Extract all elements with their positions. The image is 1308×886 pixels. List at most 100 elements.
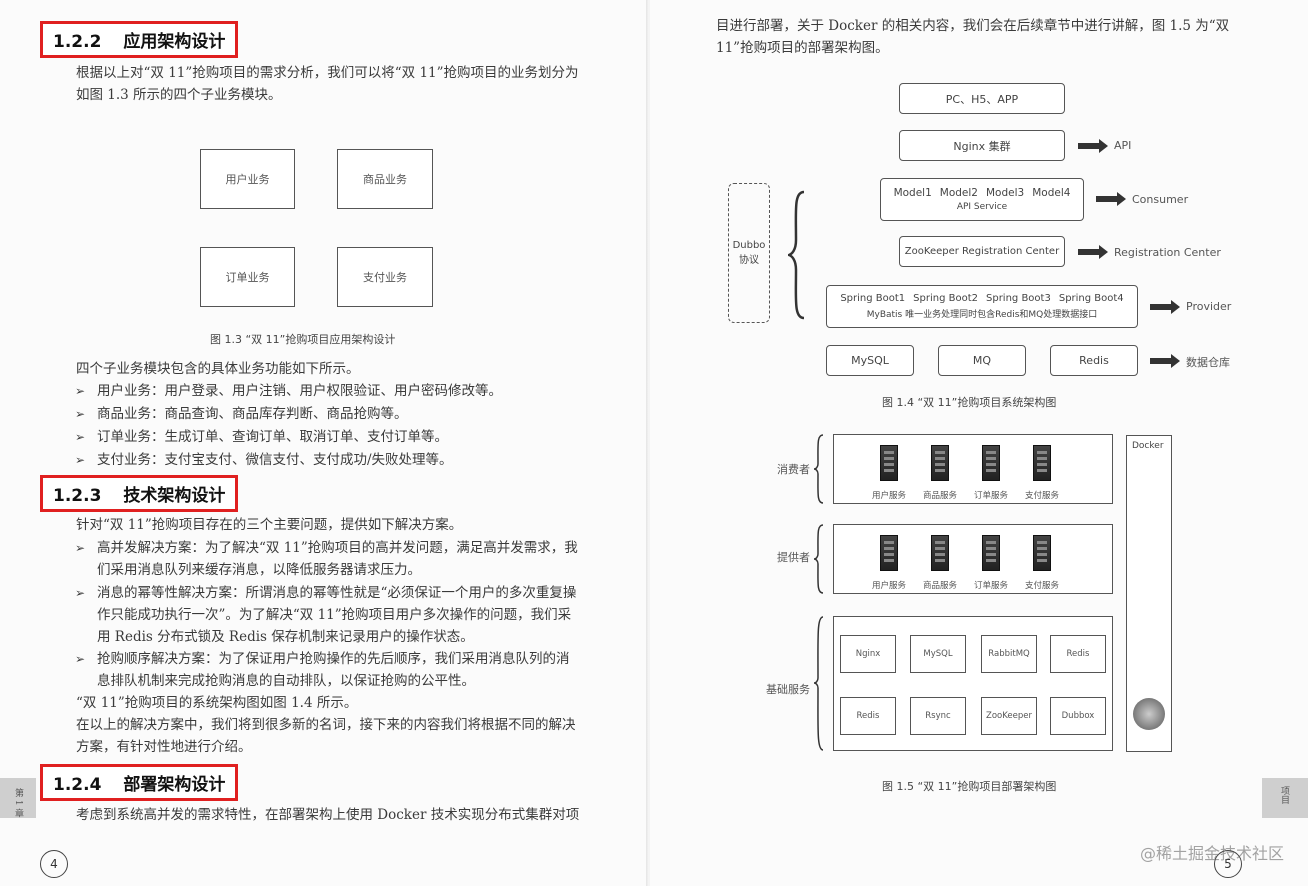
arrow-icon (1078, 139, 1108, 153)
bullet-arrow-icon: ➢ (75, 453, 86, 467)
module-label: Model1 (893, 187, 932, 199)
docker-label: Docker (1132, 441, 1164, 451)
server-label: 商品服务 (923, 581, 958, 591)
list-item: ➢消息的幂等性解决方案：所谓消息的幂等性就是“必须保证一个用户的多次重复操作只能… (75, 582, 582, 648)
infra-box: Redis (1050, 635, 1106, 673)
server-label: 支付服务 (1025, 491, 1060, 501)
watermark: @稀土掘金技术社区 (1139, 844, 1284, 863)
section-heading-1-2-2: 1.2.2 应用架构设计 (40, 21, 239, 58)
server-icon (931, 445, 949, 481)
list-item: ➢ 支付业务：支付宝支付、微信支付、支付成功/失败处理等。 (75, 449, 582, 471)
list-item: ➢用户业务：用户登录、用户注销、用户权限验证、用户密码修改等。 (75, 380, 582, 402)
fig14-dubbo-box: Dubbo 协议 (728, 183, 770, 323)
fig15-docker-box: Docker (1126, 435, 1172, 752)
section-number: 1.2.2 (53, 32, 102, 52)
spring-label: Spring Boot2 (913, 293, 978, 304)
section-number: 1.2.4 (53, 775, 102, 795)
fig14-provider-box: Spring Boot1 Spring Boot2 Spring Boot3 S… (826, 285, 1138, 328)
infra-box: RabbitMQ (981, 635, 1037, 673)
spring-label: Spring Boot3 (986, 293, 1051, 304)
fig14-consumer-label: Consumer (1132, 193, 1189, 206)
section-title: 技术架构设计 (123, 486, 226, 506)
fig15-consumer-label: 消费者 (777, 463, 810, 476)
fig14-mysql-box: MySQL (826, 345, 914, 376)
server-label: 订单服务 (974, 581, 1009, 591)
list-item-text: 订单业务：生成订单、查询订单、取消订单、支付订单等。 (97, 429, 448, 445)
spring-label: Spring Boot1 (840, 293, 906, 304)
chapter-tab: 项目 (1262, 778, 1308, 818)
fig13-box-payment: 支付业务 (337, 247, 433, 307)
chapter-tab-label: 第 1 章 (13, 788, 23, 818)
paragraph: 考虑到系统高并发的需求特性，在部署架构上使用 Docker 技术实现分布式集群对… (76, 807, 580, 823)
paragraph: 目进行部署，关于 Docker 的相关内容，我们会在后续章节中进行讲解，图 1.… (716, 18, 1230, 56)
fig15-provider-label: 提供者 (777, 551, 810, 564)
list-item: ➢ 商品业务：商品查询、商品库存判断、商品抢购等。 (75, 403, 582, 425)
fig14-consumer-box: Model1 Model2 Model3 Model4 API Service (880, 178, 1084, 221)
api-service-label: API Service (956, 202, 1008, 212)
chapter-tab-label: 项目 (1279, 786, 1289, 804)
fig13-box-user: 用户业务 (200, 149, 295, 209)
server-icon (982, 445, 1000, 481)
paragraph: 针对“双 11”抢购项目存在的三个主要问题，提供如下解决方案。 (76, 517, 463, 533)
list-item: ➢高并发解决方案：为了解决“双 11”抢购项目的高并发问题，满足高并发需求，我们… (75, 537, 582, 581)
fig14-nginx-box: Nginx 集群 (899, 130, 1065, 161)
section-title: 部署架构设计 (123, 775, 226, 795)
fig14-client-box: PC、H5、APP (899, 83, 1065, 114)
list-item-text: 高并发解决方案：为了解决“双 11”抢购项目的高并发问题，满足高并发需求，我们采… (97, 540, 578, 578)
arrow-icon (1150, 354, 1180, 368)
brace-icon (813, 524, 824, 594)
arrow-icon (1096, 192, 1126, 206)
page-number: 4 (40, 850, 68, 878)
infra-box: Rsync (910, 697, 966, 735)
fig13-box-order: 订单业务 (200, 247, 295, 307)
docker-whale-icon (1133, 698, 1165, 730)
spring-note: MyBatis 唯一业务处理同时包含Redis和MQ处理数据接口 (866, 310, 1098, 320)
arrow-icon (1078, 245, 1108, 259)
fig14-zookeeper-box: ZooKeeper Registration Center (899, 236, 1065, 267)
server-icon (1033, 535, 1051, 571)
infra-box: ZooKeeper (981, 697, 1037, 735)
list-item-text: 抢购顺序解决方案：为了保证用户抢购操作的先后顺序，我们采用消息队列的消息排队机制… (97, 651, 570, 689)
server-label: 订单服务 (974, 491, 1009, 501)
infra-box: Dubbox (1050, 697, 1106, 735)
figure-caption: 图 1.4 “双 11”抢购项目系统架构图 (882, 396, 1057, 409)
brace-icon (813, 434, 824, 504)
server-icon (880, 445, 898, 481)
page-number: 5 (1214, 850, 1242, 878)
bullet-arrow-icon: ➢ (75, 384, 86, 398)
list-item-text: 商品业务：商品查询、商品库存判断、商品抢购等。 (97, 406, 408, 422)
infra-box: Nginx (840, 635, 896, 673)
list-item: ➢抢购顺序解决方案：为了保证用户抢购操作的先后顺序，我们采用消息队列的消息排队机… (75, 648, 582, 692)
fig15-provider-group: 用户服务 商品服务 订单服务 支付服务 (833, 524, 1113, 594)
server-icon (1033, 445, 1051, 481)
server-label: 支付服务 (1025, 581, 1060, 591)
paragraph: 在以上的解决方案中，我们将到很多新的名词，接下来的内容我们将根据不同的解决方案，… (76, 717, 576, 755)
bullet-arrow-icon: ➢ (75, 407, 86, 421)
arrow-icon (1150, 300, 1180, 314)
chapter-tab: 第 1 章 (0, 778, 36, 818)
fig15-infra-group: Nginx MySQL RabbitMQ Redis Redis Rsync Z… (833, 616, 1113, 751)
server-label: 用户服务 (872, 581, 907, 591)
server-label: 商品服务 (923, 491, 958, 501)
server-icon (880, 535, 898, 571)
fig14-storage-label: 数据仓库 (1186, 356, 1230, 369)
fig13-box-product: 商品业务 (337, 149, 433, 209)
bullet-arrow-icon: ➢ (75, 586, 86, 600)
module-row: Model1 Model2 Model3 Model4 (894, 187, 1071, 199)
infra-box: MySQL (910, 635, 966, 673)
list-item-text: 支付业务：支付宝支付、微信支付、支付成功/失败处理等。 (97, 452, 453, 468)
server-label: 用户服务 (872, 491, 907, 501)
module-label: Model2 (939, 187, 978, 199)
fig14-provider-label: Provider (1186, 300, 1232, 313)
section-number: 1.2.3 (53, 486, 102, 506)
bullet-arrow-icon: ➢ (75, 430, 86, 444)
module-label: Model4 (1032, 187, 1071, 199)
figure-caption: 图 1.5 “双 11”抢购项目部署架构图 (882, 780, 1057, 793)
fig15-infra-label: 基础服务 (766, 683, 810, 696)
section-heading-1-2-3: 1.2.3 技术架构设计 (40, 475, 239, 512)
section-title: 应用架构设计 (123, 32, 226, 52)
brace-icon (813, 616, 824, 751)
fig14-api-label: API (1114, 139, 1132, 152)
fig14-mq-box: MQ (938, 345, 1026, 376)
infra-box: Redis (840, 697, 896, 735)
